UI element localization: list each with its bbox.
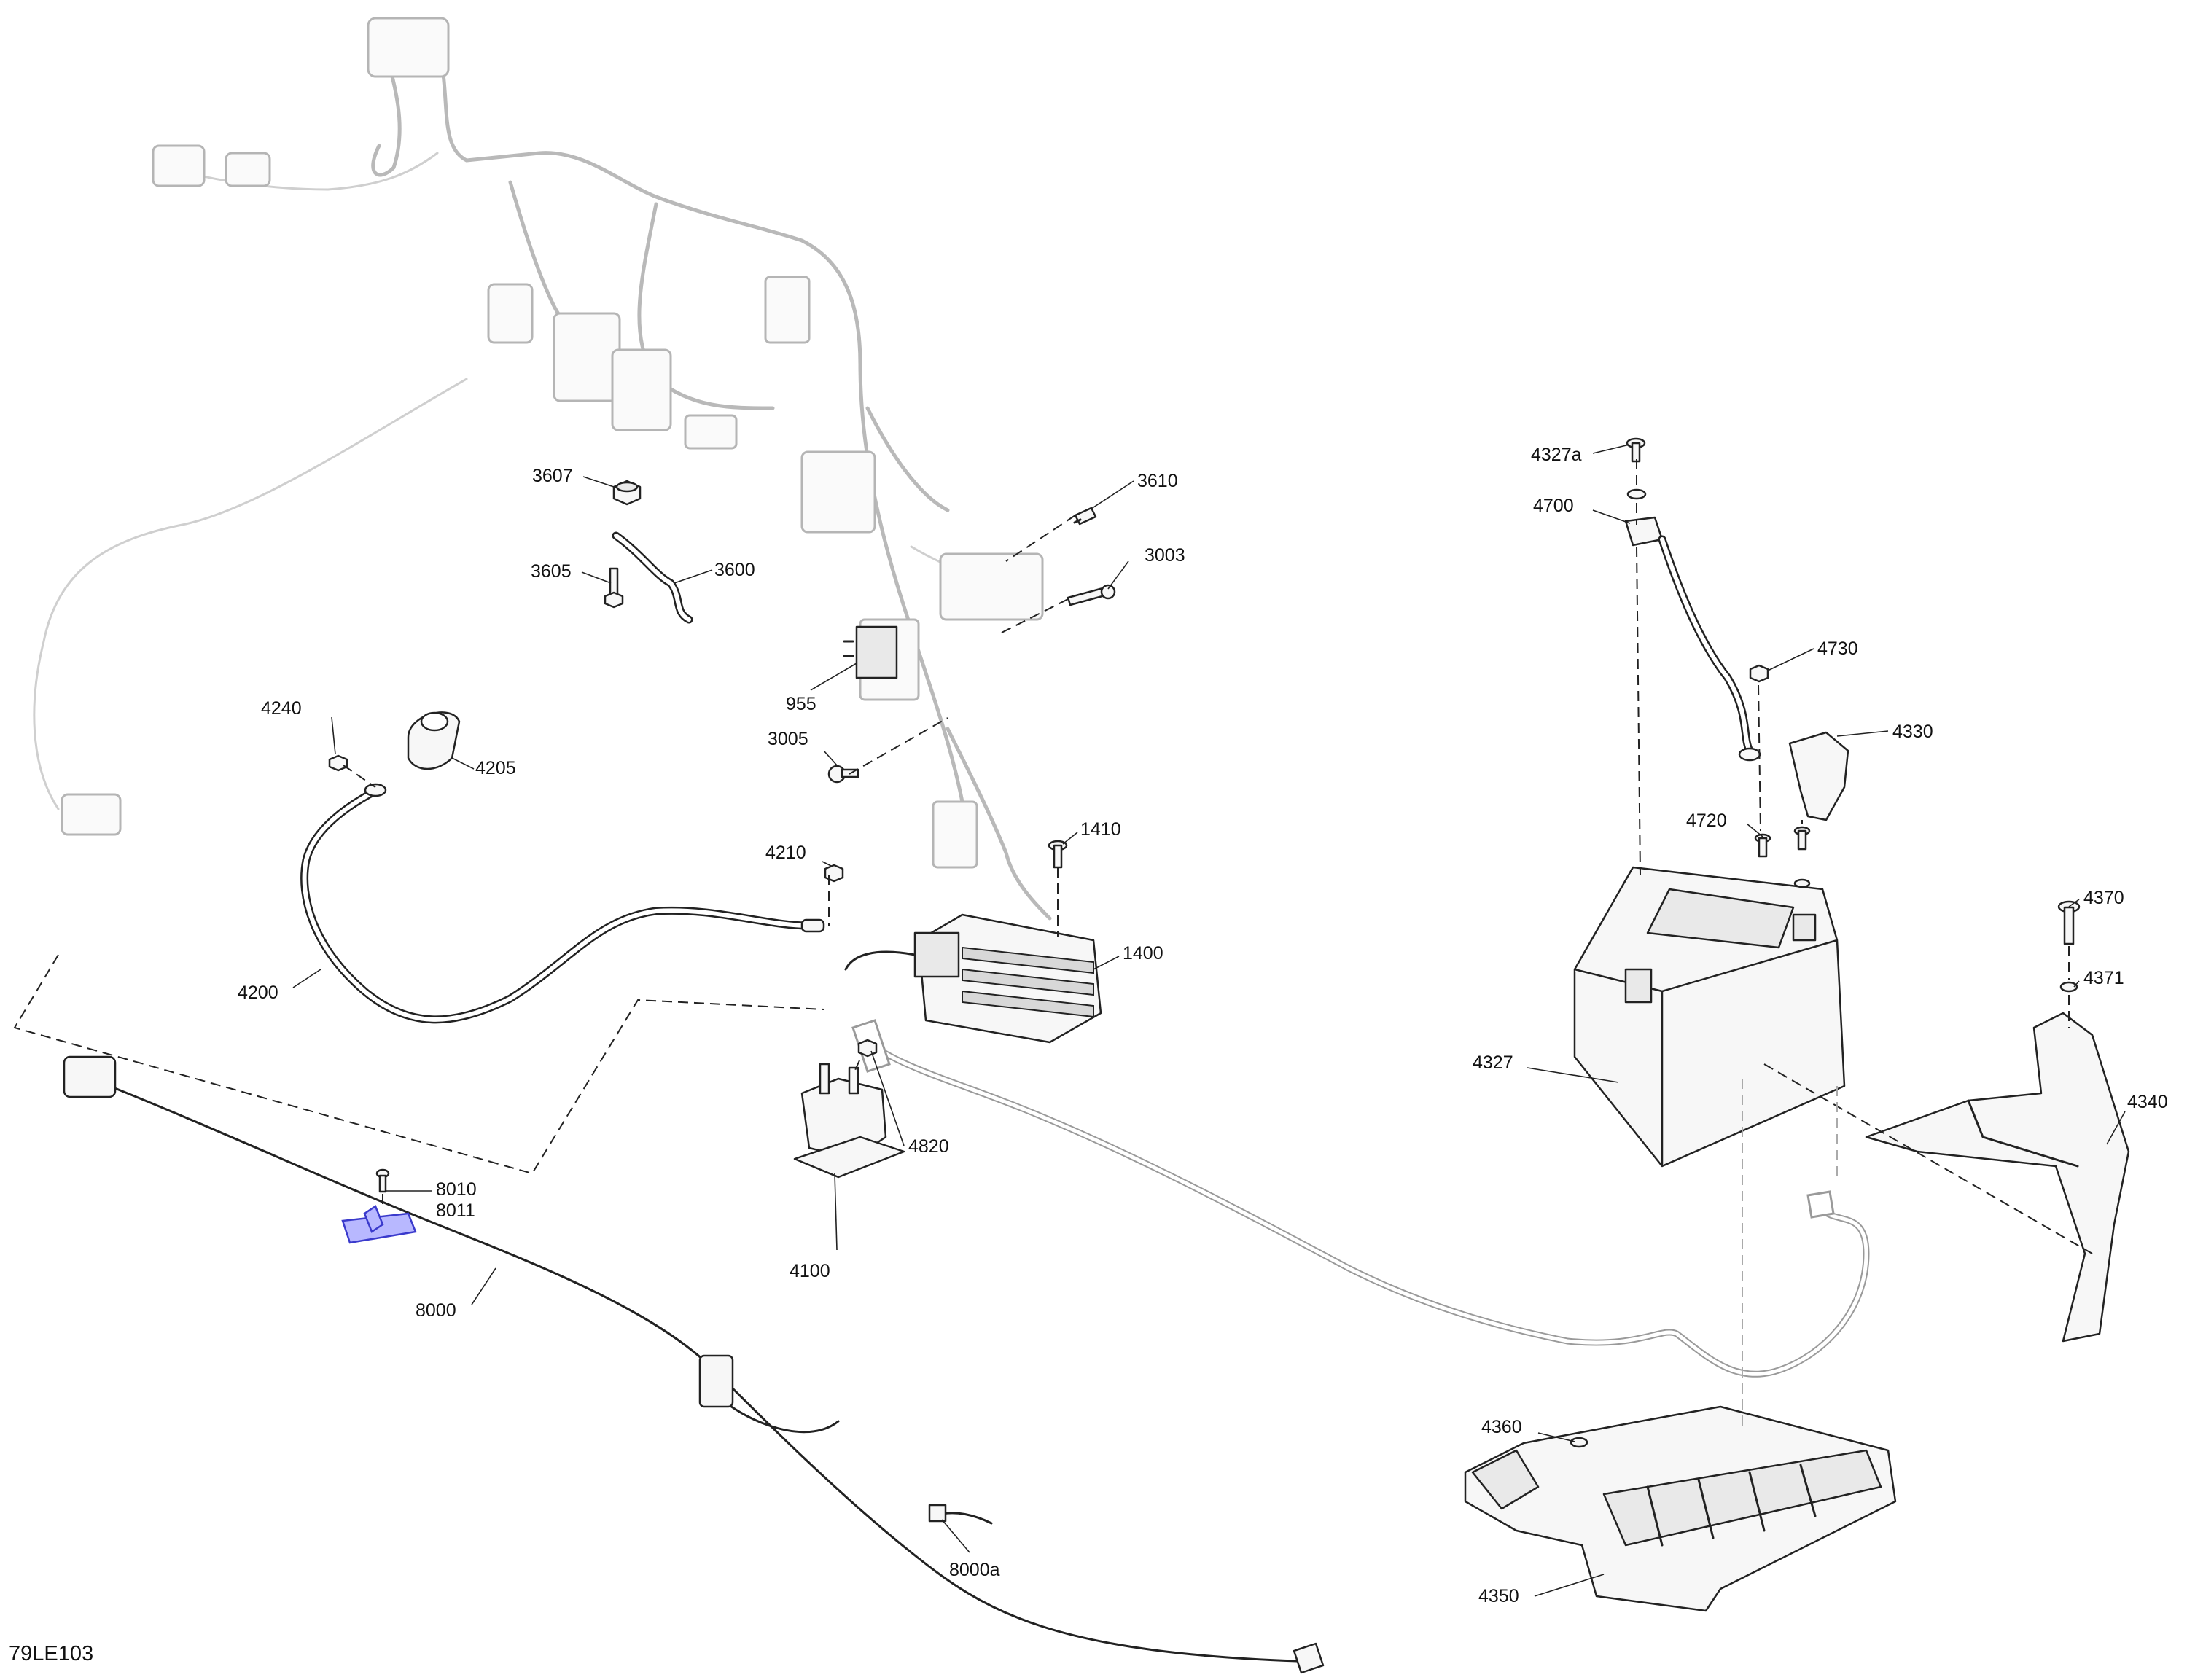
battery-tray-4350 — [1464, 1405, 1897, 1612]
screw-8010 — [375, 1168, 390, 1193]
callout-8011: 8011 — [436, 1200, 475, 1221]
screw-4360 — [1570, 1437, 1588, 1448]
callout-4340: 4340 — [2127, 1092, 2168, 1112]
callout-4820: 4820 — [908, 1136, 949, 1157]
nut-4240 — [328, 754, 348, 772]
terminal-cover-4330 — [1788, 731, 1849, 821]
callout-3600: 3600 — [714, 560, 755, 580]
main-wiring-harness — [33, 17, 1870, 1378]
callout-4200: 4200 — [238, 982, 278, 1003]
diagram-reference-id: 79LE103 — [9, 1642, 93, 1665]
callout-4210: 4210 — [765, 843, 806, 863]
battery-4327 — [1573, 866, 1846, 1168]
nut-4210 — [824, 864, 844, 883]
callout-4350: 4350 — [1478, 1586, 1519, 1606]
clip-8011 — [341, 1205, 417, 1244]
callout-4730: 4730 — [1817, 638, 1858, 659]
callout-4240: 4240 — [261, 698, 302, 719]
callout-3005: 3005 — [768, 729, 808, 749]
callout-3605: 3605 — [531, 561, 572, 582]
callout-8000a: 8000a — [949, 1560, 1000, 1580]
solenoid-4100 — [793, 1063, 905, 1179]
wire-harness-8000 — [63, 1055, 1325, 1674]
callout-4327a: 4327a — [1531, 445, 1582, 465]
leader-lines — [292, 444, 2126, 1597]
washer-4327a — [1626, 488, 1647, 500]
callout-1400: 1400 — [1123, 943, 1163, 964]
callout-3610: 3610 — [1137, 471, 1178, 491]
cable-4200 — [300, 783, 825, 1024]
callout-4370: 4370 — [2083, 888, 2124, 908]
cable-3600 — [612, 531, 693, 624]
bolt-3605 — [604, 567, 624, 609]
callout-labels: 3607 3610 3605 3600 3003 955 4240 4205 3… — [238, 445, 2168, 1606]
callout-8010: 8010 — [436, 1179, 477, 1200]
callout-1410: 1410 — [1080, 819, 1121, 840]
callout-4360: 4360 — [1481, 1417, 1522, 1437]
nut-4820 — [857, 1039, 878, 1058]
callout-955: 955 — [786, 694, 816, 714]
screw-3005 — [827, 765, 859, 784]
callout-4205: 4205 — [475, 758, 516, 778]
nut-3607 — [612, 480, 642, 506]
callout-4330: 4330 — [1892, 722, 1933, 742]
bracket-4340 — [1865, 1012, 2130, 1343]
callout-3607: 3607 — [532, 466, 573, 486]
nut-4730 — [1749, 664, 1769, 683]
callout-8000: 8000 — [416, 1300, 456, 1321]
voltage-regulator-1400 — [844, 913, 1102, 1044]
washer-4371 — [2059, 981, 2078, 993]
assembly-lines — [13, 459, 2093, 1429]
screw-1410 — [1048, 840, 1068, 869]
screw-3610 — [1073, 507, 1097, 526]
callout-4720: 4720 — [1686, 810, 1727, 831]
terminal-cover-4205 — [407, 711, 461, 770]
callout-4700: 4700 — [1533, 496, 1574, 516]
bolt-4720 — [1754, 826, 1811, 888]
callout-4100: 4100 — [790, 1261, 830, 1281]
callout-4371: 4371 — [2083, 968, 2124, 988]
screw-3003 — [1067, 584, 1116, 606]
cable-4700 — [1624, 516, 1761, 762]
callout-4327: 4327 — [1473, 1052, 1513, 1073]
bolt-4327a — [1626, 437, 1646, 463]
relay-955 — [843, 625, 898, 679]
callout-3003: 3003 — [1145, 545, 1185, 566]
screw-4370 — [2057, 900, 2081, 945]
